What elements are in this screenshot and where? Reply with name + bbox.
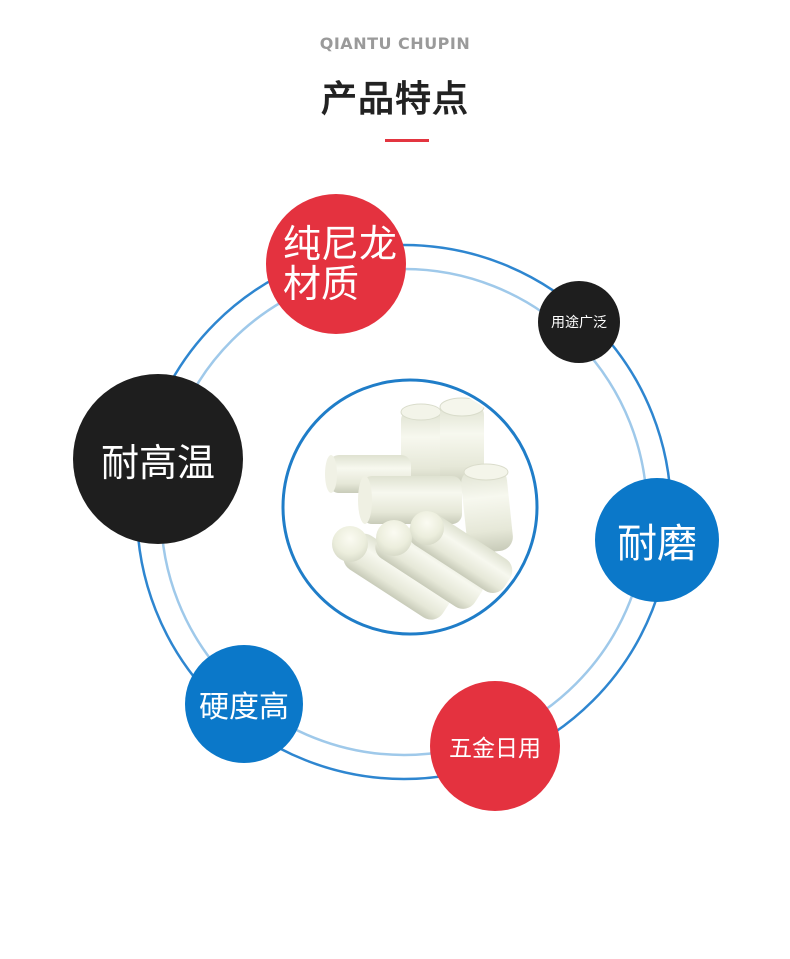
page-title: 产品特点 xyxy=(320,79,469,120)
feature-high-hardness: 硬度高 xyxy=(185,645,303,763)
feature-pure-nylon-line1: 纯尼龙 xyxy=(282,222,397,266)
feature-heat-resistant-label: 耐高温 xyxy=(100,440,215,485)
feature-wide-use: 用途广泛 xyxy=(538,281,620,363)
section-subtitle: QIANTU CHUPIN xyxy=(319,34,471,53)
feature-pure-nylon: 纯尼龙 材质 xyxy=(266,194,406,334)
feature-heat-resistant: 耐高温 xyxy=(73,374,243,544)
feature-hardware-daily-label: 五金日用 xyxy=(449,736,541,762)
nylon-rods-image xyxy=(281,378,539,636)
feature-hardware-daily: 五金日用 xyxy=(430,681,560,811)
feature-wear-resistant: 耐磨 xyxy=(595,478,719,602)
feature-pure-nylon-line2: 材质 xyxy=(282,262,359,306)
title-divider xyxy=(385,139,429,142)
feature-wide-use-label: 用途广泛 xyxy=(551,315,607,331)
feature-high-hardness-label: 硬度高 xyxy=(199,690,289,725)
feature-wear-resistant-label: 耐磨 xyxy=(617,521,697,567)
